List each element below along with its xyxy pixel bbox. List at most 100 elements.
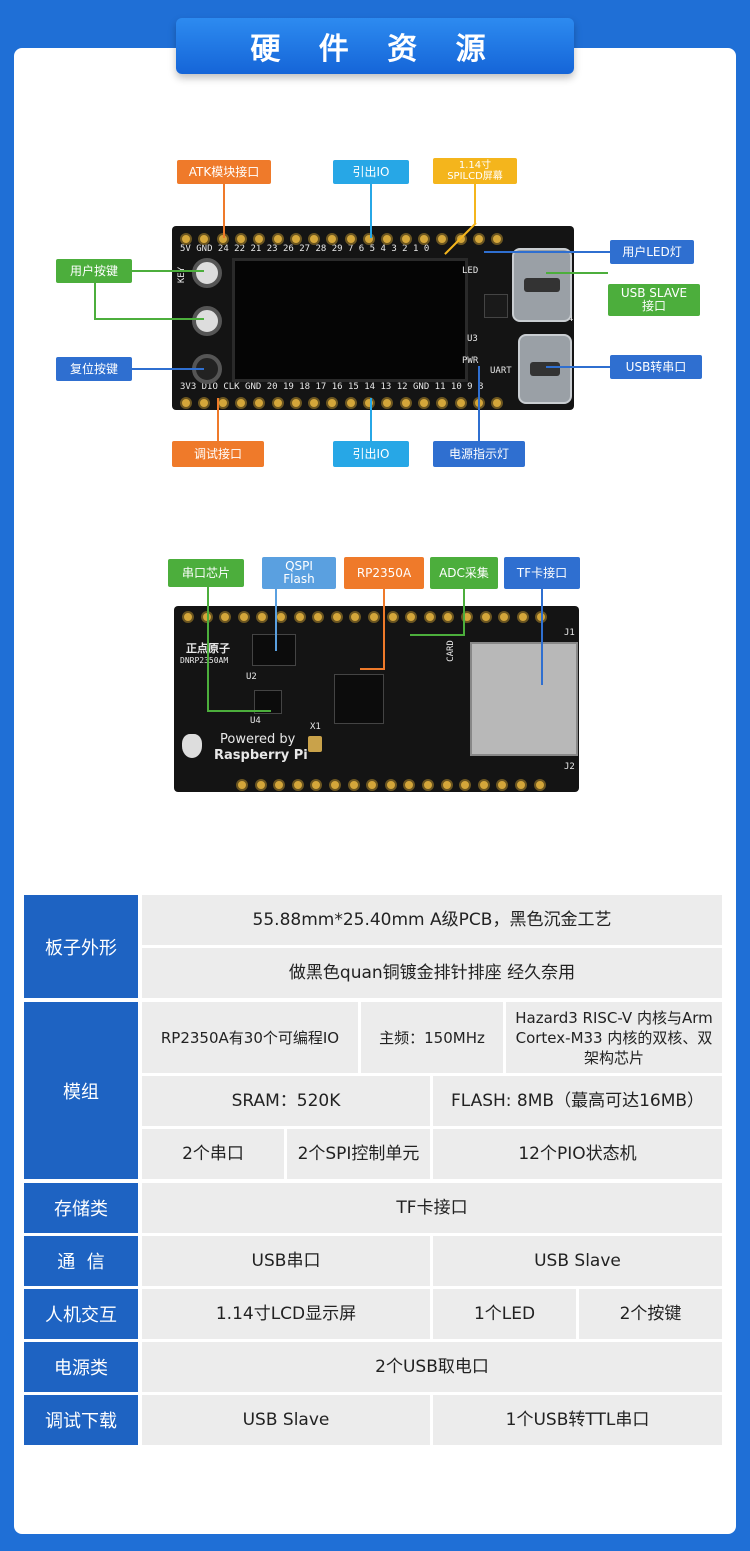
header-pin [417, 397, 430, 409]
top-pin-labels: 5V GND 24 22 21 23 26 27 28 29 7 6 5 4 3… [180, 244, 430, 254]
line-uart-chip-h [207, 710, 271, 712]
callout-atk: ATK模块接口 [177, 160, 271, 184]
header-pin [254, 779, 267, 791]
cell-board-pins: 做黑色quan铜镀金排针排座 经久奈用 [142, 948, 722, 998]
line-atk [223, 184, 225, 238]
callout-usb-slave: USB SLAVE 接口 [608, 284, 700, 316]
chip-u3 [484, 294, 508, 318]
crystal-x1 [308, 736, 322, 752]
header-pin [436, 397, 449, 409]
line-io-top [370, 184, 372, 238]
header-module: 模组 [24, 1002, 138, 1179]
header-pin [422, 779, 434, 791]
callout-lcd: 1.14寸 SPILCD屏幕 [433, 158, 517, 184]
header-pin [399, 233, 412, 245]
line-rp2350a [383, 589, 385, 669]
usb-uart-port [518, 334, 572, 404]
cell-hmi-led: 1个LED [433, 1289, 576, 1339]
header-hmi: 人机交互 [24, 1289, 138, 1339]
callout-qspi: QSPI Flash [262, 557, 336, 589]
header-pin [182, 611, 194, 623]
silk-led: LED [462, 266, 479, 276]
header-pin [237, 611, 250, 623]
line-reset-key [132, 368, 204, 370]
cell-sram: SRAM：520K [142, 1076, 430, 1126]
tf-card-slot [470, 642, 578, 756]
header-pin [289, 233, 302, 245]
chip-qspi-flash [252, 634, 296, 666]
cell-flash: FLASH: 8MB（蕞高可达16MB） [433, 1076, 722, 1126]
header-pin [289, 397, 302, 409]
header-pin [273, 779, 286, 791]
cell-uart: 2个串口 [142, 1129, 284, 1179]
silk-x1: X1 [310, 722, 321, 732]
header-power: 电源类 [24, 1342, 138, 1392]
header-pin [454, 397, 467, 409]
line-adc-h [410, 634, 465, 636]
header-pin [271, 397, 284, 409]
line-user-key-2h [94, 318, 204, 320]
header-pin [312, 611, 325, 623]
header-pin [216, 233, 229, 245]
header-pin [515, 779, 527, 791]
line-qspi [275, 589, 277, 651]
line-io-bottom [370, 398, 372, 441]
lcd-screen [232, 258, 468, 382]
callout-debug: 调试接口 [172, 441, 264, 467]
header-pin [491, 397, 504, 409]
header-pin [236, 779, 248, 791]
header-pin [253, 233, 266, 245]
line-usb-slave [546, 272, 608, 274]
header-pin [386, 611, 399, 623]
header-pin [308, 397, 321, 409]
header-pin [436, 233, 449, 245]
header-pin [271, 233, 284, 245]
board-back: 正点原子 DNRP2350AM Powered by Raspberry Pi … [174, 606, 579, 792]
header-pin [368, 611, 380, 623]
header-pin [516, 611, 529, 623]
header-pin [234, 397, 247, 409]
silk-pwr: PWR [462, 356, 479, 366]
callout-reset-key: 复位按键 [56, 357, 132, 381]
header-debug: 调试下载 [24, 1395, 138, 1445]
header-pin [234, 233, 247, 245]
callout-tf: TF卡接口 [504, 557, 580, 589]
line-user-led [484, 251, 610, 253]
silk-card: CARD [445, 640, 456, 662]
callout-adc: ADC采集 [430, 557, 498, 589]
callout-usb-uart: USB转串口 [610, 355, 702, 379]
raspberry-label: Raspberry Pi [214, 748, 308, 763]
header-pin [533, 779, 546, 791]
header-board-shape: 板子外形 [24, 895, 138, 998]
model-label: DNRP2350AM [180, 656, 229, 665]
header-pin [366, 779, 379, 791]
cell-core: Hazard3 RISC-V 内核与Arm Cortex-M33 内核的双核、双… [506, 1002, 722, 1073]
header-pin [330, 611, 343, 623]
line-debug [217, 398, 219, 441]
header-pin [442, 611, 455, 623]
header-storage: 存储类 [24, 1183, 138, 1233]
header-pin [459, 779, 472, 791]
line-rp2350a-h [360, 668, 385, 670]
header-pin [384, 779, 397, 791]
header-pin [363, 233, 375, 245]
header-pin [329, 779, 341, 791]
header-pin [491, 233, 504, 245]
line-usb-uart [546, 366, 610, 368]
cell-comm-usb-uart: USB串口 [142, 1236, 430, 1286]
callout-rp2350a: RP2350A [344, 557, 424, 589]
bottom-pin-labels: 3V3 DIO CLK GND 20 19 18 17 16 15 14 13 … [180, 382, 484, 392]
cell-freq: 主频：150MHz [361, 1002, 503, 1073]
header-pin [180, 397, 192, 409]
header-pin [291, 779, 304, 791]
line-user-key-2v [94, 283, 96, 319]
powered-label: Powered by [220, 732, 296, 747]
header-pin [198, 233, 211, 245]
cell-spi: 2个SPI控制单元 [287, 1129, 430, 1179]
header-pin [440, 779, 453, 791]
callout-user-led: 用户LED灯 [610, 240, 694, 264]
silk-u4: U4 [250, 716, 261, 726]
header-pin [381, 397, 394, 409]
header-pin [417, 233, 430, 245]
cell-pio: 12个PIO状态机 [433, 1129, 722, 1179]
